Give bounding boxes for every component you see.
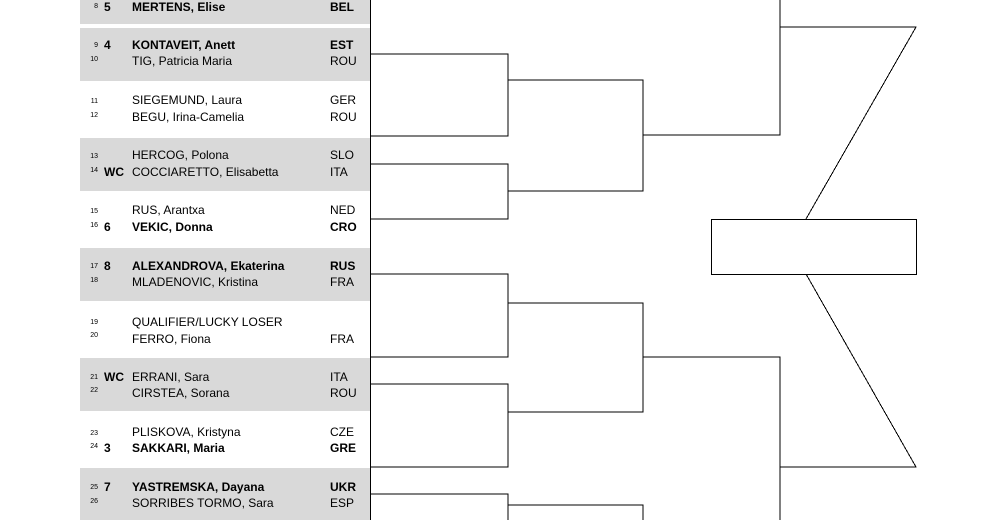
player-name: YASTREMSKA, Dayana	[132, 480, 265, 494]
nationality: FRA	[330, 332, 354, 346]
player-name: MLADENOVIC, Kristina	[132, 275, 259, 289]
draw-position: 9	[94, 42, 98, 49]
bracket-connector	[508, 79, 644, 192]
draw-position: 19	[90, 319, 98, 326]
player-name: RUS, Arantxa	[132, 203, 205, 217]
seed: WC	[104, 165, 124, 179]
bracket-connector	[370, 53, 509, 137]
nationality: CRO	[330, 220, 357, 234]
match-band	[80, 0, 370, 24]
seed: 7	[104, 480, 111, 494]
nationality: GER	[330, 93, 357, 107]
player-name: ERRANI, Sara	[132, 370, 210, 384]
bracket-connector	[780, 273, 917, 468]
seed: 6	[104, 220, 111, 234]
draw-position: 24	[90, 443, 98, 450]
draw-position: 17	[90, 263, 98, 270]
nationality: FRA	[330, 275, 354, 289]
bracket-connector	[643, 356, 781, 520]
nationality: SLO	[330, 148, 355, 162]
seed: 8	[104, 259, 111, 273]
player-name: TIG, Patricia Maria	[132, 54, 233, 68]
bracket-connector	[508, 302, 644, 413]
seed: 4	[104, 38, 111, 52]
match-band	[80, 28, 370, 81]
player-name: PLISKOVA, Kristyna	[132, 425, 241, 439]
draw-position: 18	[90, 277, 98, 284]
player-name: CIRSTEA, Sorana	[132, 386, 230, 400]
draw-position: 26	[90, 498, 98, 505]
seed: WC	[104, 370, 124, 384]
match-band	[80, 358, 370, 411]
match-band	[80, 138, 370, 191]
match-band	[80, 468, 370, 520]
player-name: MERTENS, Elise	[132, 0, 226, 14]
player-name: VEKIC, Donna	[132, 220, 213, 234]
draw-position: 8	[94, 3, 98, 10]
player-name: SIEGEMUND, Laura	[132, 93, 243, 107]
bracket-connector	[643, 0, 781, 136]
bracket-connector	[370, 273, 509, 358]
player-name: QUALIFIER/LUCKY LOSER	[132, 315, 283, 329]
bracket-connector	[370, 163, 509, 220]
nationality: ROU	[330, 54, 357, 68]
draw-position: 21	[90, 374, 98, 381]
draw-position: 14	[90, 167, 98, 174]
bracket-connector	[780, 26, 917, 220]
winner-box	[711, 219, 917, 275]
nationality: NED	[330, 203, 356, 217]
draw-position: 16	[90, 222, 98, 229]
nationality: BEL	[330, 0, 354, 14]
seed: 5	[104, 0, 111, 14]
match-band	[80, 248, 370, 301]
nationality: ITA	[330, 165, 348, 179]
player-name: SAKKARI, Maria	[132, 441, 225, 455]
draw-position: 15	[90, 208, 98, 215]
draw-position: 25	[90, 484, 98, 491]
seed: 3	[104, 441, 111, 455]
player-name: COCCIARETTO, Elisabetta	[132, 165, 279, 179]
draw-column-border	[370, 0, 371, 520]
nationality: ROU	[330, 386, 357, 400]
draw-position: 13	[90, 153, 98, 160]
player-name: BEGU, Irina-Camelia	[132, 110, 245, 124]
player-name: FERRO, Fiona	[132, 332, 211, 346]
draw-position: 10	[90, 56, 98, 63]
nationality: RUS	[330, 259, 356, 273]
bracket-connector	[370, 383, 509, 468]
nationality: UKR	[330, 480, 356, 494]
nationality: ROU	[330, 110, 357, 124]
nationality: ESP	[330, 496, 355, 510]
draw-position: 20	[90, 332, 98, 339]
nationality: GRE	[330, 441, 357, 455]
player-name: KONTAVEIT, Anett	[132, 38, 236, 52]
player-name: ALEXANDROVA, Ekaterina	[132, 259, 285, 273]
draw-position: 11	[90, 98, 98, 105]
bracket-connector	[370, 493, 509, 520]
nationality: EST	[330, 38, 354, 52]
draw-position: 12	[90, 112, 98, 119]
nationality: ITA	[330, 370, 348, 384]
player-name: HERCOG, Polona	[132, 148, 229, 162]
draw-position: 23	[90, 430, 98, 437]
draw-position: 22	[90, 387, 98, 394]
nationality: CZE	[330, 425, 354, 439]
bracket-connector	[508, 504, 644, 520]
player-name: SORRIBES TORMO, Sara	[132, 496, 274, 510]
